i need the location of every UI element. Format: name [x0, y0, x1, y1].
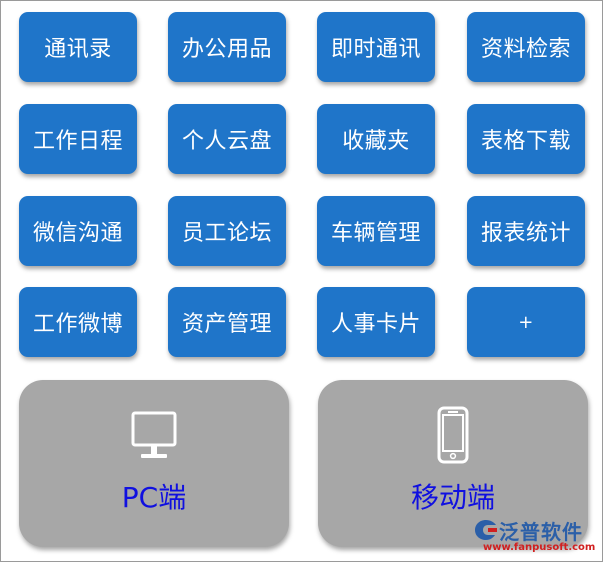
tile-hr-card[interactable]: 人事卡片	[317, 287, 435, 357]
tile-report-statistics[interactable]: 报表统计	[467, 196, 585, 266]
tile-add-button[interactable]: +	[467, 287, 585, 357]
mobile-platform-card[interactable]: 移动端	[318, 380, 588, 547]
brand-url: www.fanpusoft.com	[483, 542, 596, 553]
mobile-platform-label: 移动端	[410, 481, 495, 514]
tile-work-schedule[interactable]: 工作日程	[19, 104, 137, 174]
tile-contacts[interactable]: 通讯录	[19, 12, 137, 82]
tile-instant-messaging[interactable]: 即时通讯	[317, 12, 435, 82]
tile-work-weibo[interactable]: 工作微博	[19, 287, 137, 357]
tile-vehicle-management[interactable]: 车辆管理	[317, 196, 435, 266]
tile-personal-cloud[interactable]: 个人云盘	[168, 104, 286, 174]
tile-form-download[interactable]: 表格下载	[467, 104, 585, 174]
tile-asset-management[interactable]: 资产管理	[168, 287, 286, 357]
monitor-icon	[130, 410, 178, 466]
smartphone-icon	[436, 406, 470, 468]
pc-platform-label: PC端	[121, 481, 187, 514]
tile-wechat[interactable]: 微信沟通	[19, 196, 137, 266]
brand-logo-mark-icon	[475, 520, 497, 540]
tile-staff-forum[interactable]: 员工论坛	[168, 196, 286, 266]
brand-logo: 泛普软件 www.fanpusoft.com	[473, 516, 601, 560]
pc-platform-card[interactable]: PC端	[19, 380, 289, 547]
brand-name: 泛普软件	[499, 520, 583, 544]
tile-office-supplies[interactable]: 办公用品	[168, 12, 286, 82]
tile-document-search[interactable]: 资料检索	[467, 12, 585, 82]
tile-favorites[interactable]: 收藏夹	[317, 104, 435, 174]
